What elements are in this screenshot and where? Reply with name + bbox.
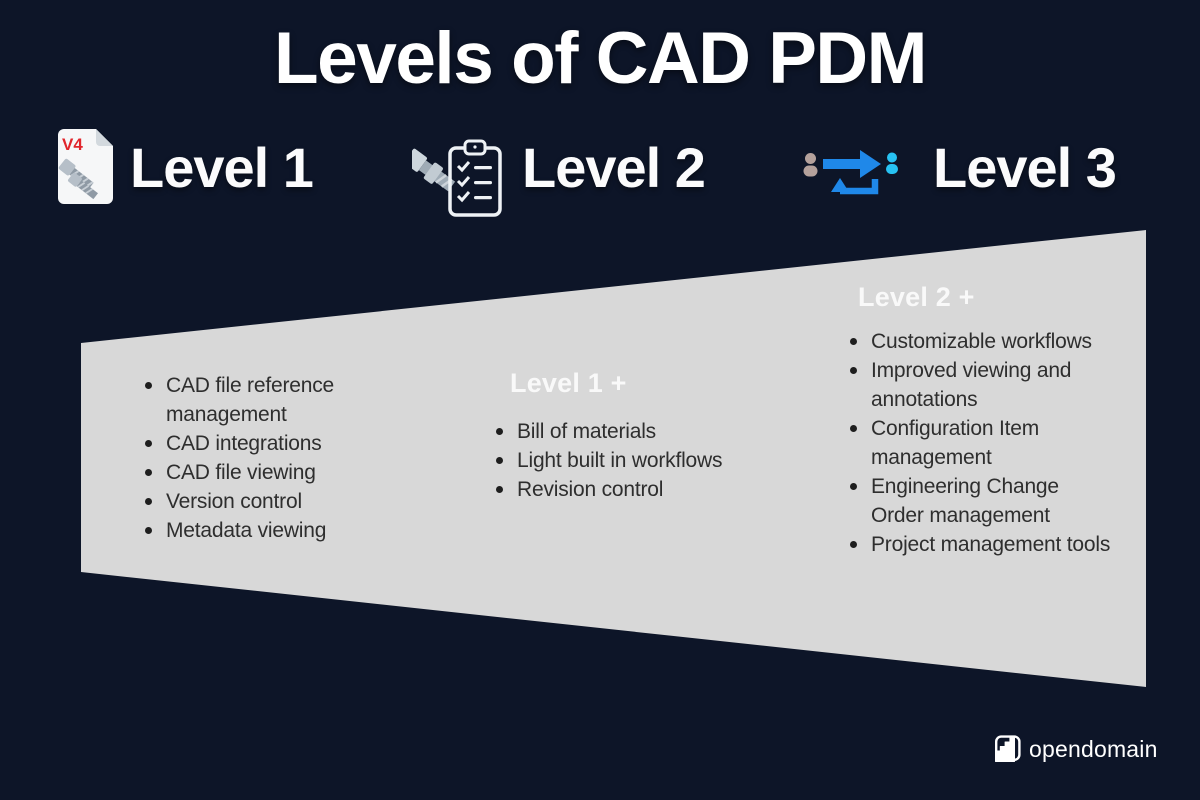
collaboration-exchange-icon <box>803 150 898 195</box>
brand-logo: opendomain <box>993 735 1158 763</box>
list-item: Improved viewing and annotations <box>846 356 1146 414</box>
opendomain-stairs-icon <box>995 735 1021 762</box>
list-item: Metadata viewing <box>141 516 391 545</box>
level-2-label: Level 2 <box>522 136 706 199</box>
level-2-feature-list: Bill of materials Light built in workflo… <box>492 417 782 504</box>
level-3-feature-list: Customizable workflows Improved viewing … <box>846 327 1146 559</box>
list-item: Version control <box>141 487 391 516</box>
list-item: Customizable workflows <box>846 327 1146 356</box>
list-item: Revision control <box>492 475 782 504</box>
level-1-label: Level 1 <box>130 136 314 199</box>
level-2-plus-heading: Level 2 + <box>858 282 975 312</box>
list-item: CAD file viewing <box>141 458 391 487</box>
list-item: CAD integrations <box>141 429 391 458</box>
page-title: Levels of CAD PDM <box>274 18 927 99</box>
svg-text:V4: V4 <box>62 135 83 154</box>
list-item: CAD file reference management <box>141 371 391 429</box>
level-1-feature-list: CAD file reference management CAD integr… <box>141 371 391 545</box>
cad-file-v4-icon: V4 <box>58 129 113 204</box>
level-3-label: Level 3 <box>933 136 1117 199</box>
list-item: Configuration Item management <box>846 414 1146 472</box>
list-item: Project management tools <box>846 530 1146 559</box>
level-1-plus-heading: Level 1 + <box>510 368 627 398</box>
list-item: Engineering Change Order management <box>846 472 1146 530</box>
list-item: Bill of materials <box>492 417 782 446</box>
list-item: Light built in workflows <box>492 446 782 475</box>
brand-name: opendomain <box>1029 735 1158 762</box>
bolt-checklist-icon <box>412 139 502 217</box>
